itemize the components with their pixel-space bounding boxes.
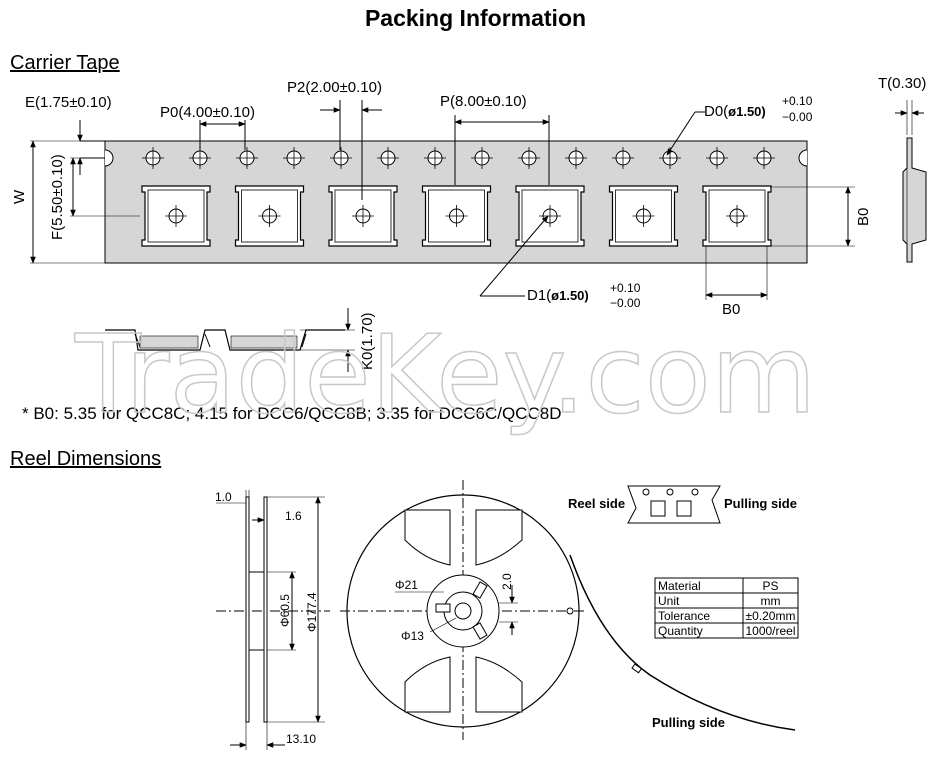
- b0-dimension-bottom: B0: [722, 301, 740, 318]
- sprocket-hole: [518, 147, 540, 169]
- tape-pocket: [141, 185, 211, 247]
- spec-value: PS: [762, 579, 778, 593]
- spec-label: Tolerance: [658, 609, 710, 623]
- svg-text:+0.10: +0.10: [782, 94, 813, 108]
- carrier-tape-heading: Carrier Tape: [10, 52, 120, 74]
- tape-pockets: [141, 185, 772, 247]
- keyway-width: 2.0: [500, 573, 514, 590]
- carrier-tape-drawing: E(1.75±0.10) P0(4.00±0.10) P2(2.00±0.10)…: [11, 75, 927, 372]
- sprocket-holes: [142, 147, 775, 169]
- f-dimension: F(5.50±0.10): [49, 154, 66, 240]
- page-title: Packing Information: [364, 5, 587, 31]
- sprocket-hole: [377, 147, 399, 169]
- t-dimension: T(0.30): [878, 75, 926, 92]
- sprocket-hole: [753, 147, 775, 169]
- sprocket-hole: [612, 147, 634, 169]
- spec-label: Quantity: [658, 624, 703, 638]
- svg-text:+0.10: +0.10: [610, 281, 641, 295]
- hub-inner-diameter: Φ21: [395, 578, 418, 592]
- p2-dimension: P2(2.00±0.10): [287, 79, 382, 96]
- sprocket-hole: [189, 147, 211, 169]
- tape-pocket: [328, 185, 398, 247]
- w-dimension: W: [11, 189, 28, 204]
- spec-label: Unit: [658, 594, 680, 608]
- flange-thickness: 1.0: [215, 490, 232, 504]
- b0-note: * B0: 5.35 for QCC8C; 4.15 for DCC6/QCC8…: [22, 404, 562, 423]
- sprocket-hole: [706, 147, 728, 169]
- tape-direction-diagram: Reel side Pulling side: [568, 485, 797, 524]
- spec-value: mm: [761, 594, 781, 608]
- watermark: TradeKey.com: [74, 313, 816, 438]
- hub-diameter: Φ60.5: [278, 594, 292, 627]
- k0-dimension: K0(1.70): [359, 312, 376, 370]
- b0-dimension-side: B0: [855, 208, 872, 226]
- sprocket-hole: [236, 147, 258, 169]
- p-dimension: P(8.00±0.10): [440, 93, 527, 110]
- bore-diameter: Φ13: [401, 629, 424, 643]
- sprocket-hole: [142, 147, 164, 169]
- d0-dimension: D0(ø1.50): [704, 103, 766, 120]
- svg-text:−0.00: −0.00: [610, 296, 641, 310]
- sprocket-hole: [330, 147, 352, 169]
- tape-pocket: [608, 185, 679, 247]
- sprocket-hole: [283, 147, 305, 169]
- reel-front-view: Φ21 Φ13 2.0 Pulling side: [340, 480, 796, 740]
- tape-pocket: [421, 185, 492, 247]
- reel-side-view: Φ177.4 Φ60.5 1.0 1.6 13.10: [215, 490, 330, 750]
- e-dimension: E(1.75±0.10): [25, 94, 112, 111]
- flange-gap: 1.6: [285, 509, 302, 523]
- p0-dimension: P0(4.00±0.10): [160, 104, 255, 121]
- reel-diameter: Φ177.4: [305, 592, 319, 632]
- reel-width: 13.10: [286, 732, 316, 746]
- spec-label: Material: [658, 579, 701, 593]
- pulling-side-label-bottom: Pulling side: [652, 715, 725, 730]
- tape-pocket: [702, 185, 772, 247]
- reel-dimensions-heading: Reel Dimensions: [10, 448, 162, 470]
- tape-pocket: [234, 185, 305, 247]
- d1-dimension: D1(ø1.50): [527, 287, 589, 304]
- sprocket-hole: [471, 147, 493, 169]
- spec-value: ±0.20mm: [746, 609, 796, 623]
- reel-side-label: Reel side: [568, 496, 625, 511]
- svg-text:−0.00: −0.00: [782, 110, 813, 124]
- sprocket-hole: [565, 147, 587, 169]
- sprocket-hole: [424, 147, 446, 169]
- tape-pocket: [515, 185, 585, 247]
- pulling-side-label: Pulling side: [724, 496, 797, 511]
- spec-value: 1000/reel: [745, 624, 795, 638]
